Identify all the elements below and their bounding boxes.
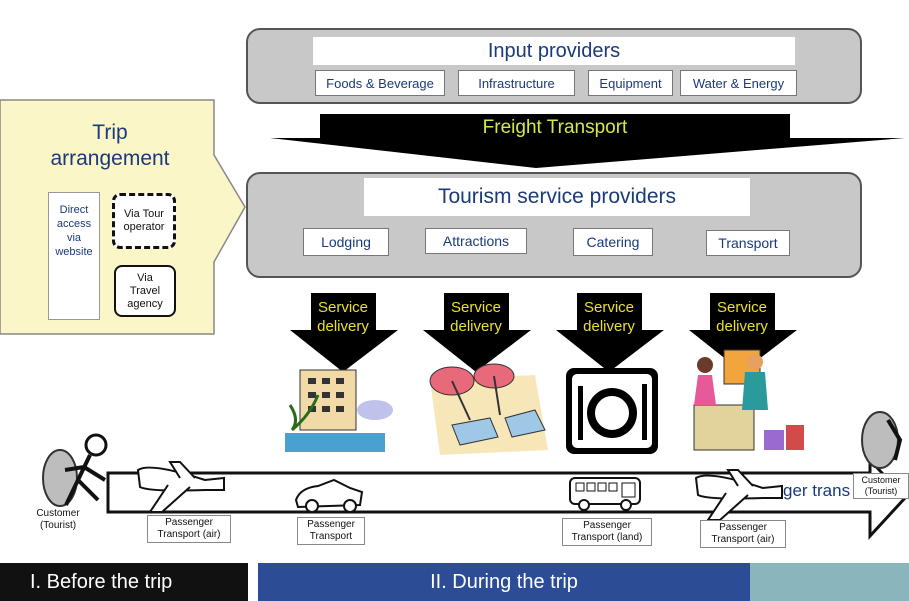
- freight-label: Freight Transport: [482, 117, 628, 138]
- trip-title-line1: Trip: [92, 121, 128, 144]
- customer-label-right: Customer(Tourist): [853, 473, 909, 499]
- shopping-icon: [693, 349, 804, 451]
- tsp-item-lodging: Lodging: [303, 228, 389, 256]
- hotel-icon: [285, 369, 393, 452]
- tsp-item-transport: Transport: [706, 230, 790, 256]
- phase-before: I. Before the trip: [0, 563, 248, 601]
- input-item-infrastructure: Infrastructure: [458, 70, 575, 96]
- customer-icon-right: [861, 411, 903, 469]
- phase-during: II. During the trip: [258, 563, 750, 601]
- passenger-band-label: ger trans: [783, 481, 851, 500]
- input-item-foods: Foods & Beverage: [315, 70, 445, 96]
- service-arrow-4: [689, 293, 797, 372]
- car-icon: [294, 478, 364, 513]
- input-item-water: Water & Energy: [680, 70, 797, 96]
- service-arrow-3: [556, 293, 664, 372]
- service-arrow-2: [423, 293, 531, 372]
- service-arrow-1: [290, 293, 398, 372]
- plate-icon: [566, 368, 658, 454]
- trip-title-line2: arrangement: [50, 147, 170, 170]
- tsp-item-attractions: Attractions: [425, 228, 527, 254]
- beach-icon: [429, 363, 548, 455]
- tsp-item-catering: Catering: [573, 228, 653, 256]
- plane-icon-2: [694, 469, 783, 521]
- phase-after: [750, 563, 909, 601]
- tsp-title: Tourism service providers: [364, 178, 750, 216]
- bus-icon: [569, 477, 641, 511]
- plane-icon-1: [136, 461, 225, 513]
- trip-tour-box: Via Tour operator: [112, 193, 176, 249]
- trip-direct-box: Direct access via website: [48, 192, 100, 320]
- input-item-equipment: Equipment: [588, 70, 673, 96]
- customer-icon-left: [42, 433, 108, 507]
- customer-label-left: Customer(Tourist): [36, 508, 80, 531]
- trip-title: Trip arrangement: [10, 120, 210, 172]
- trip-travel-box: Via Travel agency: [114, 265, 176, 317]
- input-providers-title: Input providers: [313, 37, 795, 65]
- freight-arrow: [270, 114, 905, 168]
